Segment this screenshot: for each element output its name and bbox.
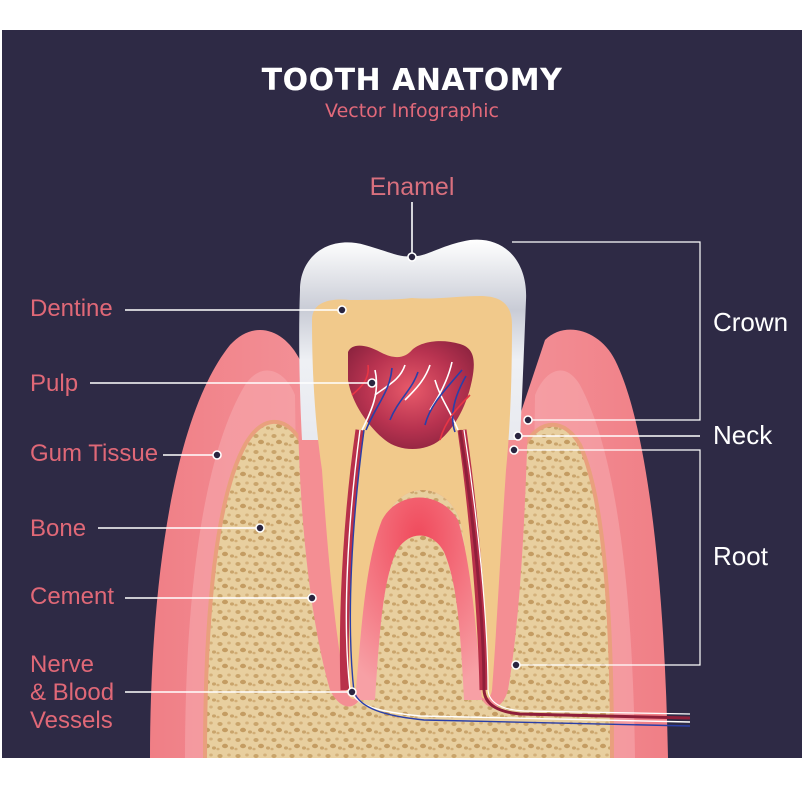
pulp-label: Pulp	[30, 370, 78, 397]
nerve-label-line2: & Blood	[30, 679, 114, 706]
dentine-label: Dentine	[30, 295, 113, 322]
dentine-marker	[337, 305, 347, 315]
pulp-marker	[367, 378, 377, 388]
neck-marker	[513, 431, 523, 441]
page-title: TOOTH ANATOMY	[262, 63, 564, 98]
gum-tissue-marker	[212, 450, 222, 460]
page-subtitle: Vector Infographic	[325, 100, 499, 122]
crown-label: Crown	[713, 307, 788, 337]
bone-outline-right	[523, 422, 614, 759]
neck-label: Neck	[713, 420, 773, 450]
nerve-label-line3: Vessels	[30, 707, 113, 734]
cement-marker	[307, 593, 317, 603]
crown-marker	[523, 415, 533, 425]
vessel-line-right	[458, 429, 691, 720]
nerve-vessel-network	[351, 361, 471, 441]
root-bracket	[514, 449, 701, 666]
gum-tissue-label: Gum Tissue	[30, 440, 158, 467]
nerve-marker	[347, 687, 357, 697]
nerve-line-left	[345, 429, 691, 723]
interradicular-bone	[375, 535, 464, 700]
cement-label: Cement	[30, 583, 114, 610]
nerve-line-right	[463, 429, 691, 715]
root-label: Root	[713, 541, 769, 571]
bone-marker	[255, 523, 265, 533]
vessel-line-left-blue	[349, 429, 691, 727]
bone-label: Bone	[30, 515, 86, 542]
root-top-marker	[509, 445, 519, 455]
bone-outline	[203, 419, 302, 759]
crown-bracket	[512, 241, 701, 421]
enamel-marker	[407, 252, 417, 262]
root-bottom-marker	[511, 660, 521, 670]
enamel-label: Enamel	[370, 173, 455, 201]
nerve-label-line1: Nerve	[30, 651, 94, 678]
